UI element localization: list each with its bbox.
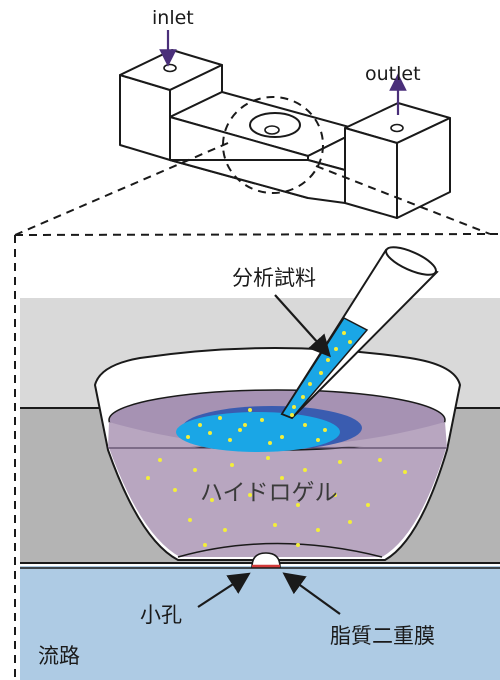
bowl-bottom-rim [177,542,383,558]
sample-pointer-arrow-icon [274,294,331,358]
hydrogel-label: ハイドロゲル [200,480,338,506]
zoom-line-left [14,142,229,236]
micro-pore [251,552,281,568]
outlet-label: outlet [365,63,421,85]
middle-bottom-face [169,159,346,204]
inlet-port [163,63,177,73]
right-block-side [396,117,451,219]
device-3d-drawing [119,49,451,219]
pore-label: 小孔 [140,603,182,627]
pipette-opening [385,246,437,276]
sample-puddle [176,412,340,452]
sample-label: 分析試料 [232,266,316,290]
zoom-circle [222,96,324,194]
pipette-liquid [280,317,369,419]
bilayer-pointer-arrow-icon [282,572,341,615]
outlet-port [390,123,404,133]
hydrogel-body [108,432,447,557]
right-block-front [344,127,398,219]
analyte-particles [146,331,407,547]
section-frame [14,233,500,680]
channel-label: 流路 [38,644,80,668]
bilayer-label: 脂質二重膜 [330,624,435,648]
pipette [280,246,439,420]
pore-pointer-arrow-icon [197,572,251,608]
device-well-inner [264,125,280,135]
flow-channel [20,566,500,680]
device-well-outer [249,112,301,138]
zoom-line-right [315,165,491,235]
inlet-label: inlet [152,7,194,29]
section-frame-top [14,233,491,236]
